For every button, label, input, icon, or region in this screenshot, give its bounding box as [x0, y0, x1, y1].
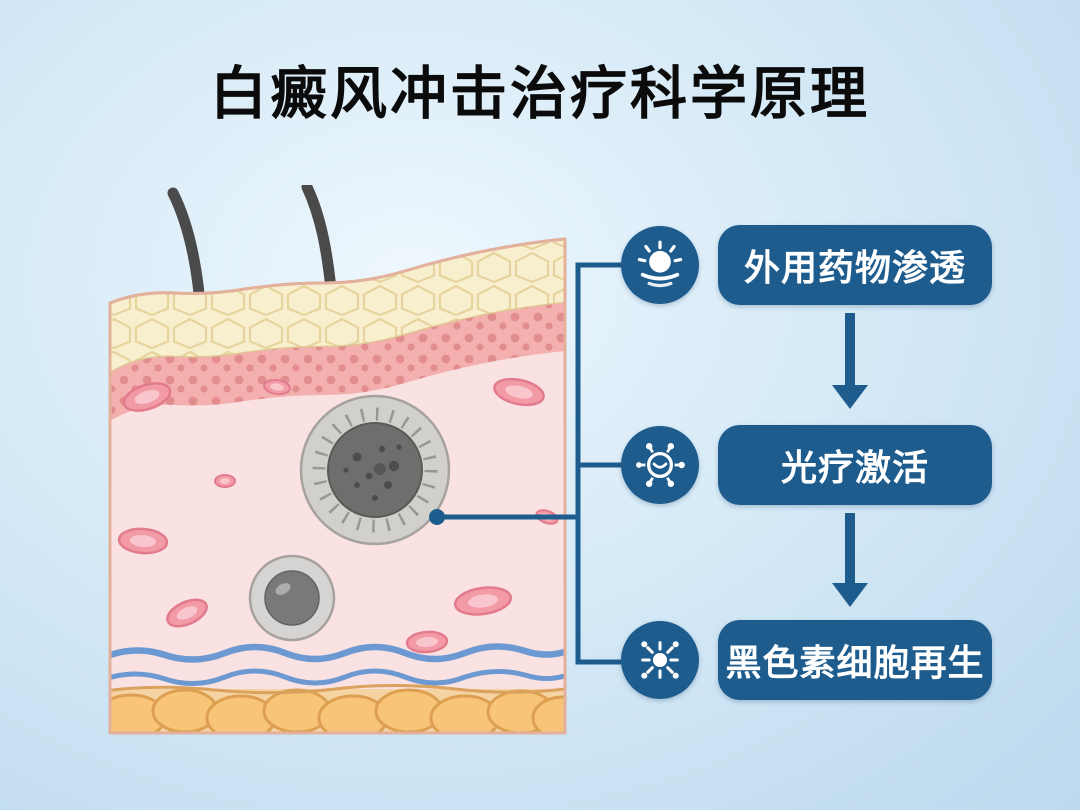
skin-cross-section-illustration: [95, 181, 575, 745]
down-arrow-2-head: [832, 583, 868, 607]
flow-step-melanocyte-regeneration: 黑色素细胞再生: [718, 620, 992, 700]
down-arrow-1-head: [832, 385, 868, 409]
flow-step-phototherapy: 光疗激活: [718, 425, 992, 505]
large-melanocyte-cell: [299, 394, 451, 546]
skin-cross-section-svg: [108, 181, 567, 735]
cell-activation-icon: [636, 443, 685, 487]
flow-step-topical-medication: 外用药物渗透: [718, 225, 992, 305]
flow-step-label: 光疗激活: [780, 447, 929, 488]
page-title: 白癜风冲击治疗科学原理: [210, 62, 870, 126]
sunburst-cell-icon: [641, 641, 679, 679]
flow-step-label: 外用药物渗透: [743, 247, 966, 288]
small-melanocyte-cell: [248, 554, 336, 642]
flow-step-label: 黑色素细胞再生: [725, 642, 985, 683]
skin-block-outline: [108, 237, 567, 735]
down-arrow-1: [845, 313, 855, 387]
phototherapy-activation-icon: [621, 426, 699, 504]
subcutaneous-fat-layer: [110, 684, 565, 733]
hair-strand: [301, 181, 337, 295]
topical-medication-icon: [621, 226, 699, 304]
down-arrow-2: [845, 513, 855, 585]
lamp-light-icon: [637, 240, 683, 288]
melanocyte-regeneration-icon: [621, 621, 699, 699]
